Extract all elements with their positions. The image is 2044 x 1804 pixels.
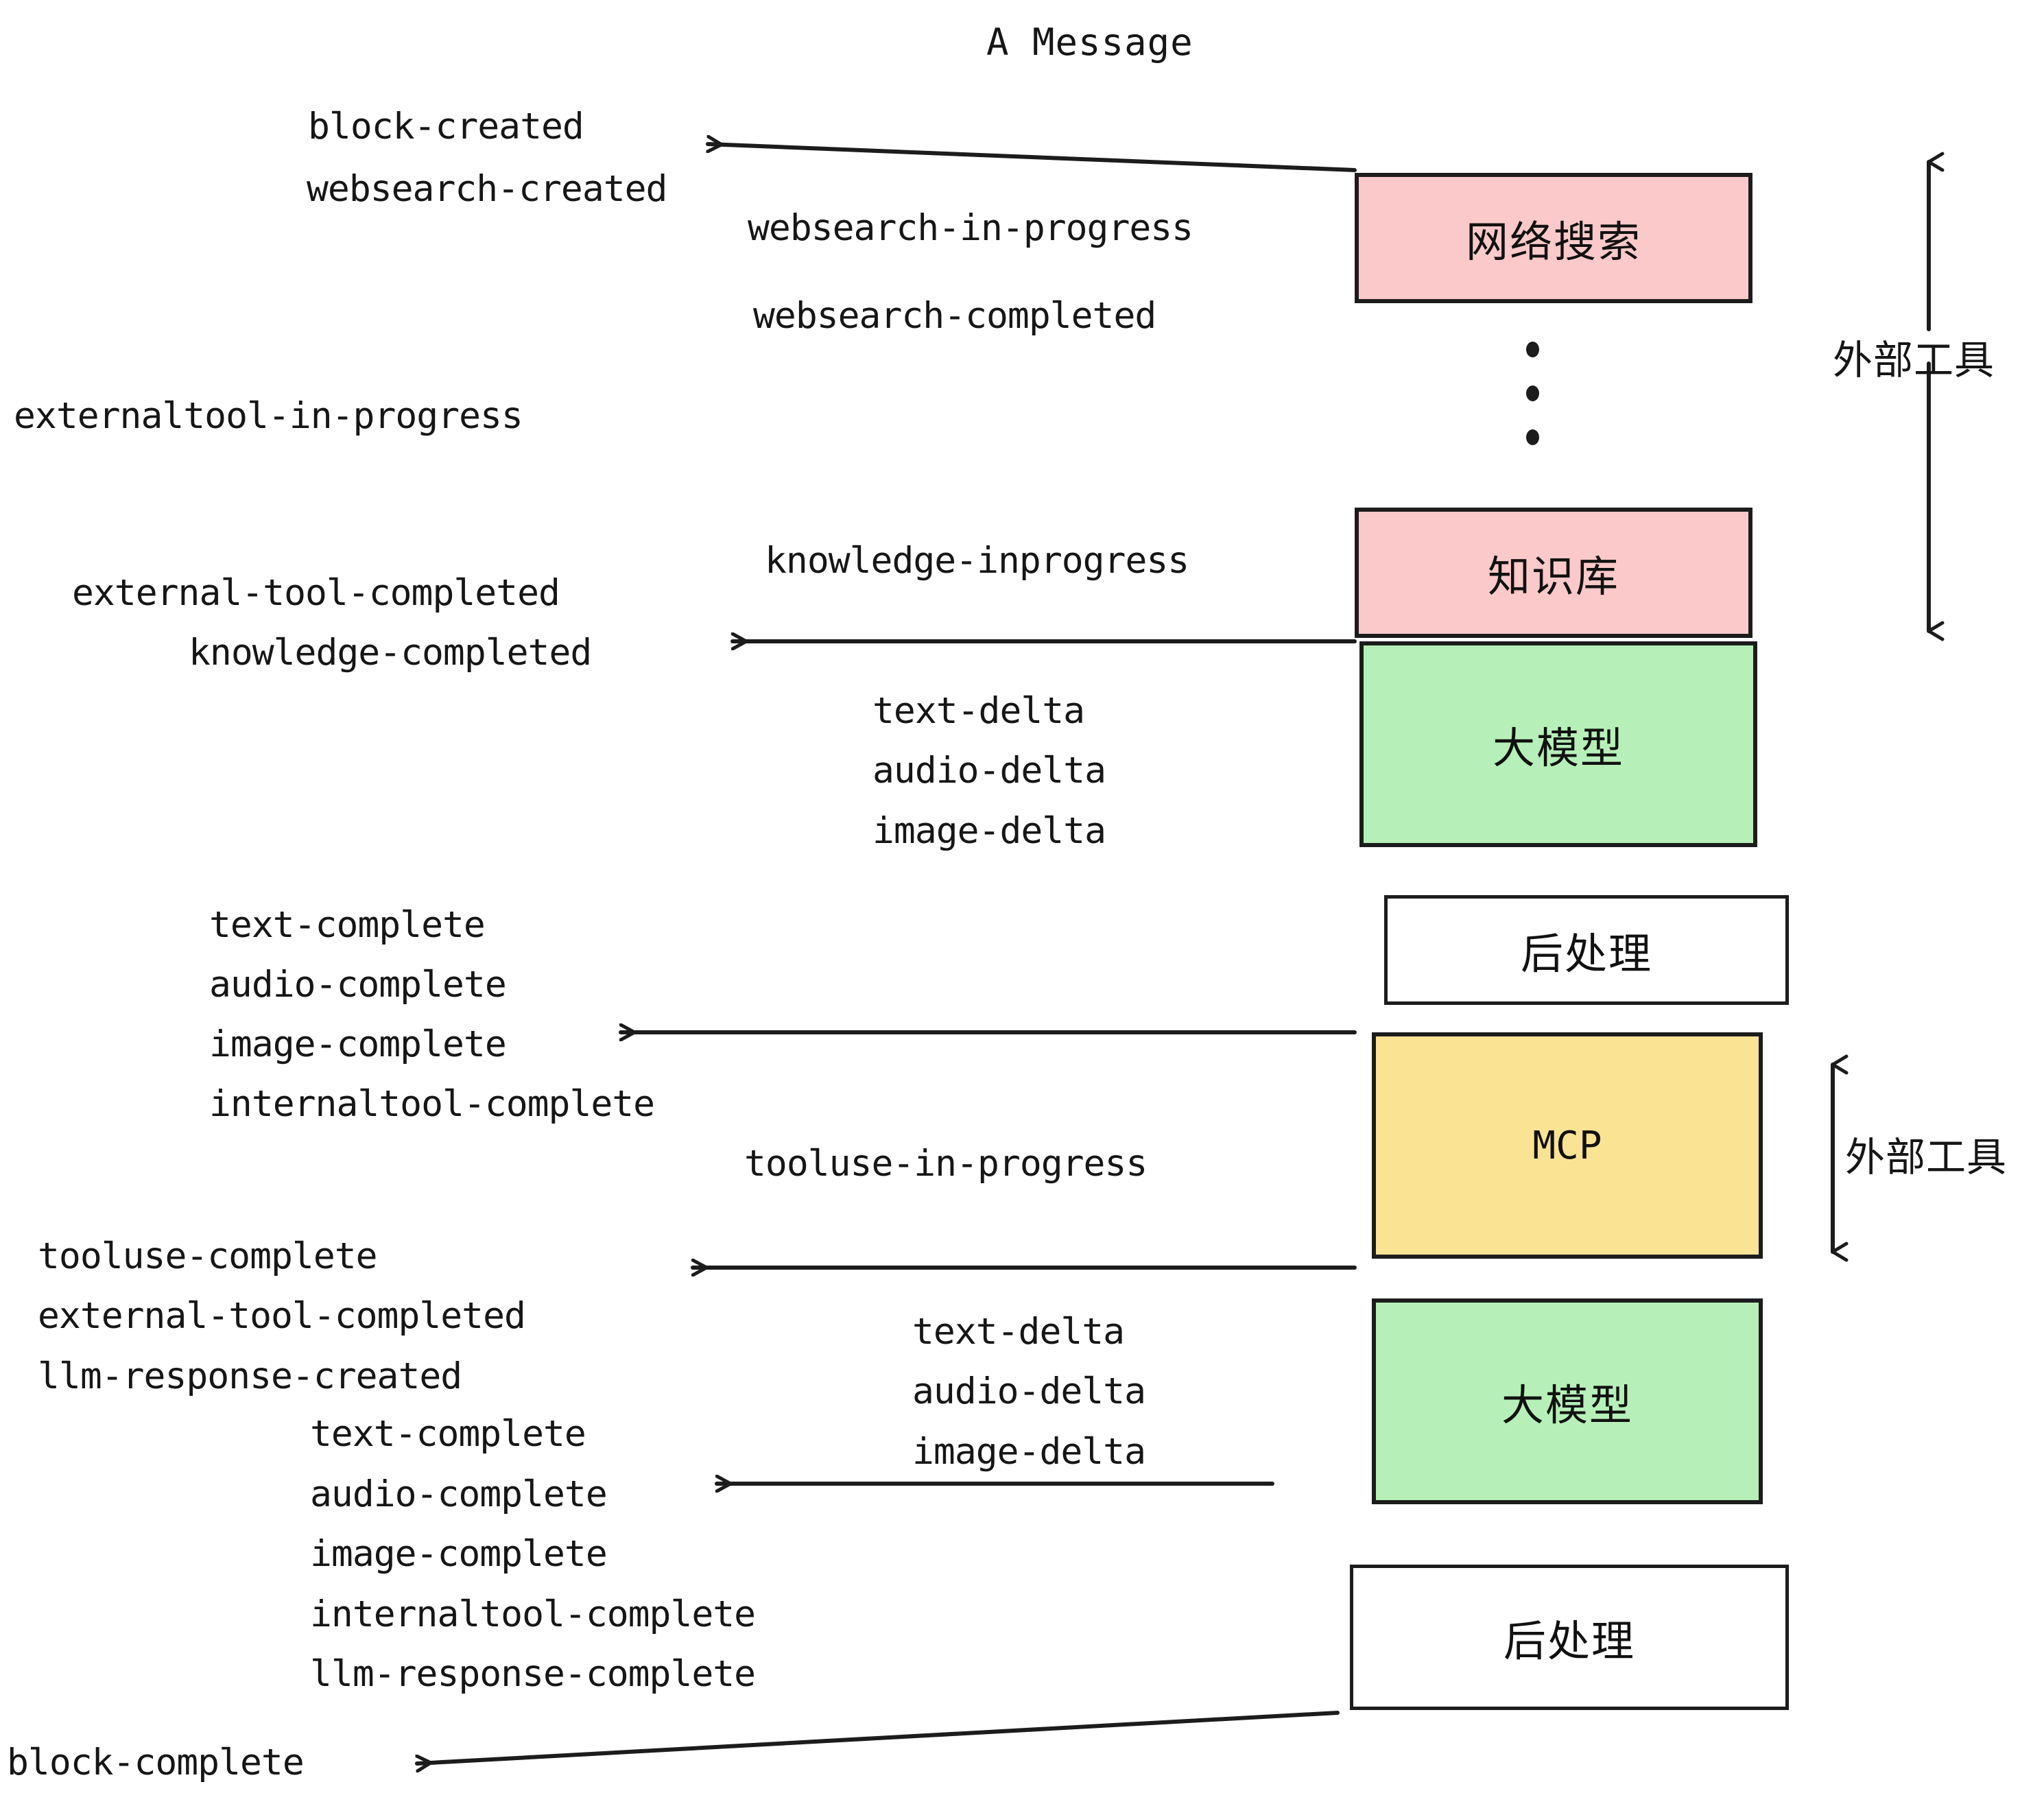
event-llm-response-complete: llm-response-complete	[310, 1653, 756, 1695]
event-text-complete-2: text-complete	[310, 1413, 586, 1455]
node-knowledge-label: 知识库	[1487, 551, 1619, 602]
ellipsis-dots	[1526, 342, 1539, 473]
event-image-complete-1: image-complete	[209, 1023, 507, 1065]
event-block-complete: block-complete	[7, 1742, 305, 1783]
node-mcp-label: MCP	[1532, 1123, 1602, 1168]
event-text-complete-1: text-complete	[209, 904, 486, 946]
event-knowledge-completed: knowledge-completed	[189, 632, 592, 674]
event-block-created: block-created	[308, 106, 584, 147]
event-external-tool-completed-1: external-tool-completed	[72, 572, 560, 614]
node-post-1[interactable]: 后处理	[1384, 895, 1789, 1005]
node-post-1-label: 后处理	[1520, 929, 1652, 979]
event-tooluse-complete: tooluse-complete	[38, 1235, 378, 1277]
event-external-tool-completed-2: external-tool-completed	[38, 1295, 526, 1337]
node-websearch-label: 网络搜索	[1465, 217, 1641, 267]
node-llm-1-label: 大模型	[1492, 723, 1624, 773]
node-post-2-label: 后处理	[1503, 1616, 1635, 1666]
annotation-external-tools-top: 外部工具	[1833, 337, 1995, 383]
event-text-delta-2: text-delta	[912, 1311, 1125, 1353]
event-image-delta-1: image-delta	[872, 810, 1106, 852]
event-knowledge-inprogress: knowledge-inprogress	[765, 540, 1189, 582]
node-llm-1[interactable]: 大模型	[1359, 641, 1757, 847]
node-llm-2-label: 大模型	[1501, 1380, 1633, 1430]
event-internaltool-complete-2: internaltool-complete	[310, 1593, 756, 1635]
event-websearch-completed: websearch-completed	[753, 295, 1156, 337]
annotation-external-tools-bottom: 外部工具	[1845, 1134, 2008, 1180]
diagram-title: A Message	[986, 21, 1193, 64]
event-image-delta-2: image-delta	[912, 1431, 1146, 1473]
node-post-2[interactable]: 后处理	[1350, 1565, 1789, 1710]
node-knowledge[interactable]: 知识库	[1355, 508, 1752, 638]
event-websearch-created: websearch-created	[307, 168, 667, 210]
node-mcp[interactable]: MCP	[1372, 1032, 1763, 1259]
event-audio-complete-2: audio-complete	[310, 1473, 608, 1515]
event-websearch-in-progress: websearch-in-progress	[748, 207, 1193, 249]
node-websearch[interactable]: 网络搜索	[1355, 173, 1752, 303]
event-llm-response-created: llm-response-created	[38, 1355, 462, 1397]
event-image-complete-2: image-complete	[310, 1533, 608, 1575]
arrow-websearch-to-created	[706, 144, 1357, 172]
event-tooluse-in-progress: tooluse-in-progress	[744, 1143, 1148, 1185]
event-audio-delta-2: audio-delta	[912, 1370, 1146, 1412]
event-text-delta-1: text-delta	[872, 690, 1085, 732]
node-llm-2[interactable]: 大模型	[1372, 1298, 1763, 1504]
arrow-post2-to-block-complete	[415, 1711, 1340, 1764]
event-audio-complete-1: audio-complete	[209, 964, 507, 1006]
event-audio-delta-1: audio-delta	[872, 750, 1106, 792]
event-internaltool-complete-1: internaltool-complete	[209, 1083, 655, 1125]
event-externaltool-in-progress: externaltool-in-progress	[14, 395, 523, 437]
